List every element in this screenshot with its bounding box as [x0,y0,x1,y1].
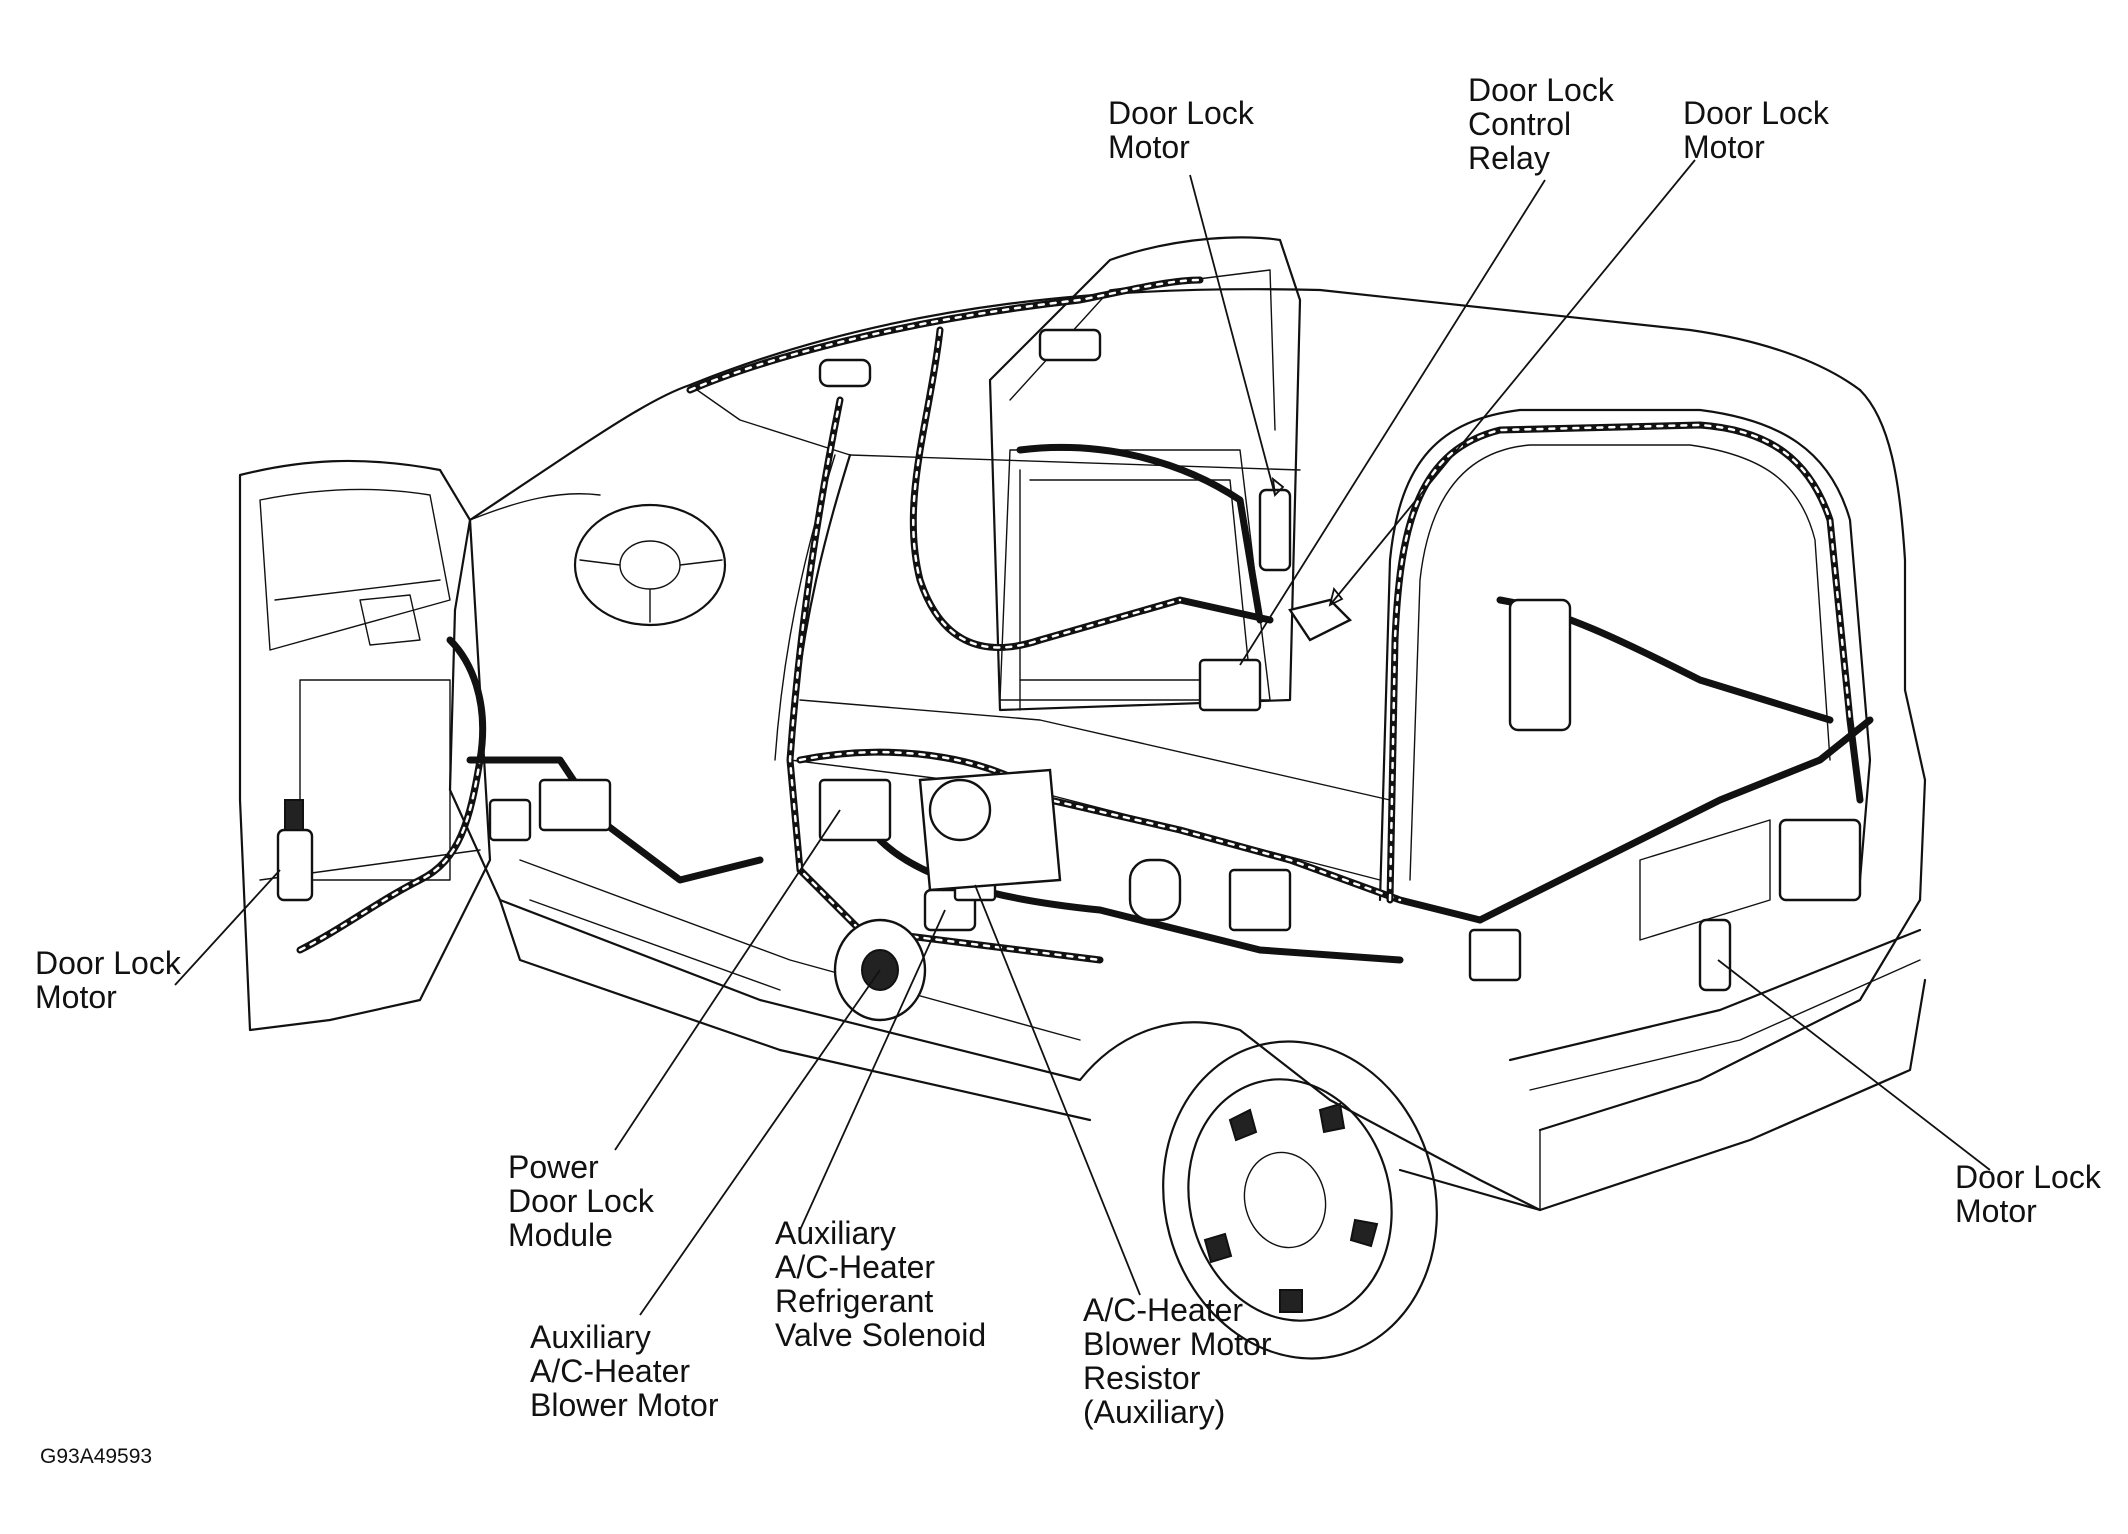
rear-door-lock-motor [1698,918,1732,992]
leader-refrigerant-valve-solenoid [799,909,946,1231]
label-blower-motor-resistor: A/C-Heater Blower Motor Resistor (Auxili… [1083,1292,1272,1430]
leader-door-lock-motor-left [174,869,281,986]
leader-power-door-lock-module [614,809,841,1151]
label-door-lock-motor-top: Door Lock Motor [1108,95,1254,165]
figure-id: G93A49593 [40,1445,153,1468]
components [276,328,1862,1022]
power-door-lock-module [818,778,892,842]
leader-door-lock-motor-top [1189,174,1276,496]
door-lock-control-relay [1198,658,1262,712]
label-door-lock-motor-right: Door Lock Motor [1955,1159,2101,1229]
label-door-lock-motor-top-right: Door Lock Motor [1683,95,1829,165]
leader-aux-blower-motor [639,969,881,1316]
leader-blower-motor-resistor [974,884,1141,1296]
leader-door-lock-motor-top-right [1329,159,1696,606]
label-aux-refrigerant-valve-solenoid: Auxiliary A/C-Heater Refrigerant Valve S… [775,1215,987,1353]
label-power-door-lock-module: Power Door Lock Module [508,1149,654,1253]
leader-door-lock-motor-right [1717,959,1991,1171]
label-door-lock-control-relay: Door Lock Control Relay [1468,72,1614,176]
vehicle-body [448,288,1927,1212]
label-door-lock-motor-left: Door Lock Motor [35,945,181,1015]
label-aux-blower-motor: Auxiliary A/C-Heater Blower Motor [530,1319,719,1423]
front-door [238,459,492,1032]
front-door-lock-motor [276,828,314,902]
leader-door-lock-control-relay [1239,179,1546,666]
leader-lines [174,159,1991,1316]
sliding-door-lock-motor [1258,488,1292,572]
door-lock-motor-upper-right [1288,598,1353,642]
wiring-harness [296,276,1874,964]
rear-wheel [1162,1040,1438,1360]
